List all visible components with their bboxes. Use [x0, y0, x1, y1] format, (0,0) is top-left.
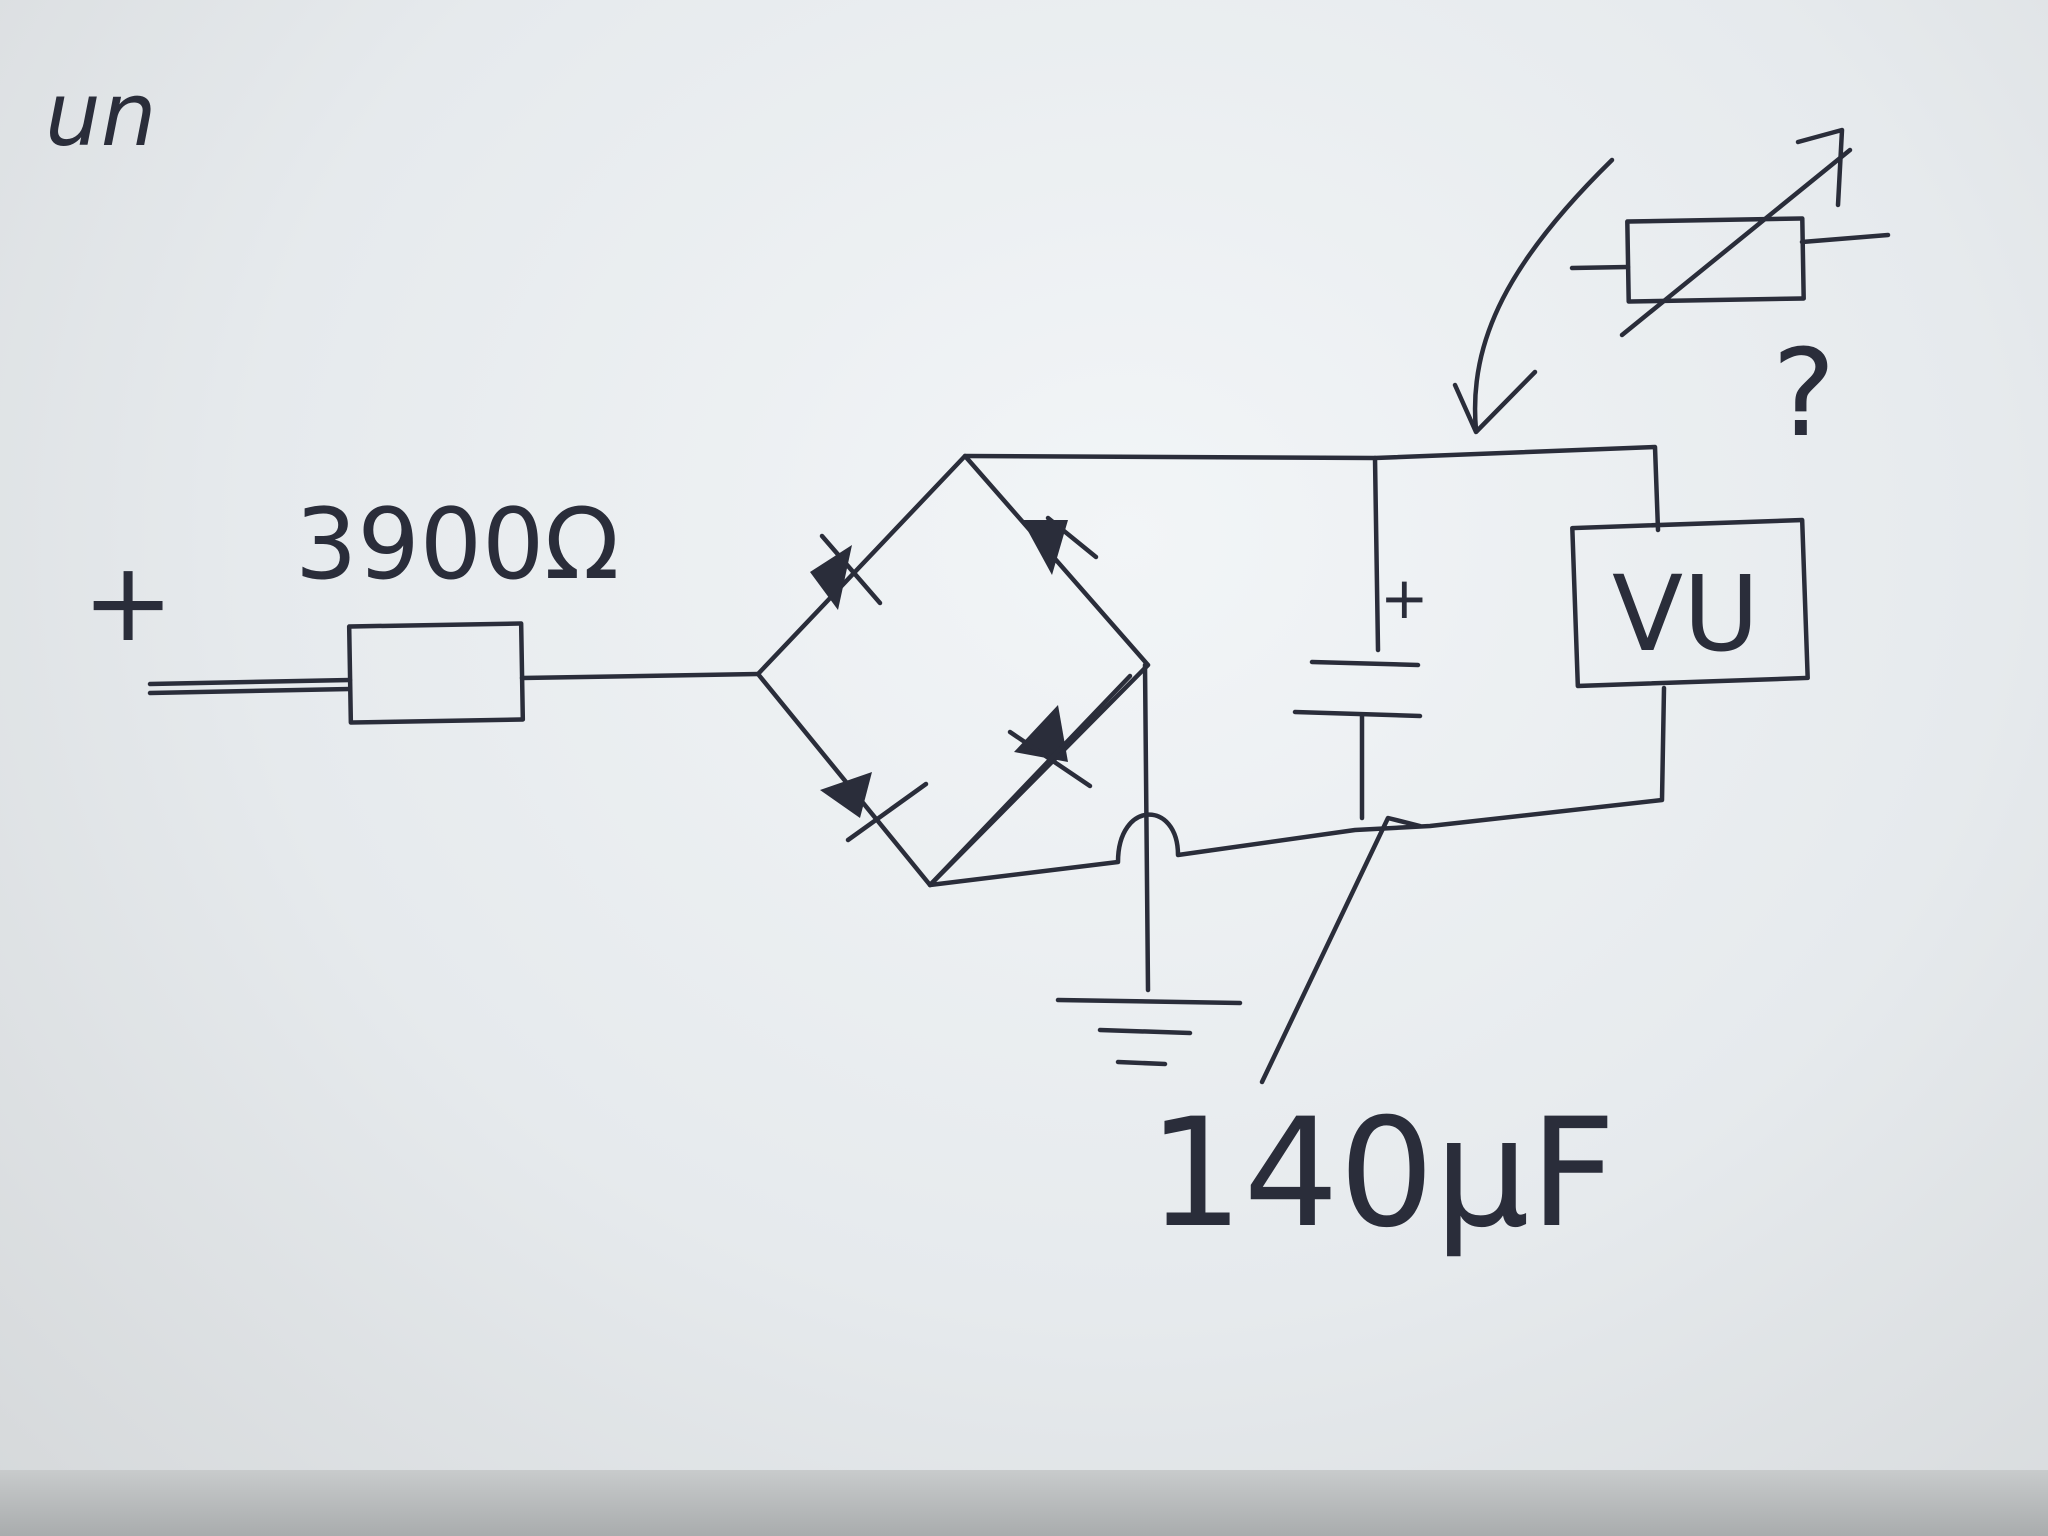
ground-return-wire [927, 685, 1667, 888]
diode-icon [1007, 705, 1093, 789]
question-mark: ? [1772, 325, 1836, 464]
input-wire [147, 677, 353, 696]
capacitor-value-label: 140μF [1148, 1087, 1616, 1261]
vu-meter-label: VU [1612, 553, 1759, 675]
capacitor-140uF [1292, 455, 1423, 821]
resistor-label: 3900Ω [295, 488, 619, 602]
corner-note: un [45, 63, 157, 166]
bridge-rectifier [755, 453, 1151, 888]
variable-resistor-icon [1569, 127, 1891, 338]
table-edge [0, 1470, 2048, 1536]
ground-lead-wire [1142, 662, 1151, 993]
ground-icon [1055, 997, 1243, 1067]
positive-rail-wire [962, 444, 1661, 533]
input-polarity-label: + [82, 538, 174, 666]
wire-resistor-to-bridge [519, 671, 761, 681]
diode-icon [1022, 515, 1099, 575]
diode-icon [820, 772, 929, 843]
capacitor-polarity-label: + [1380, 564, 1429, 632]
curved-arrow-icon [1452, 157, 1615, 435]
capacitor-leader-line [1259, 815, 1423, 1085]
diode-icon [810, 533, 883, 610]
vu-meter [1570, 517, 1810, 689]
resistor-3900-ohm [346, 621, 526, 725]
